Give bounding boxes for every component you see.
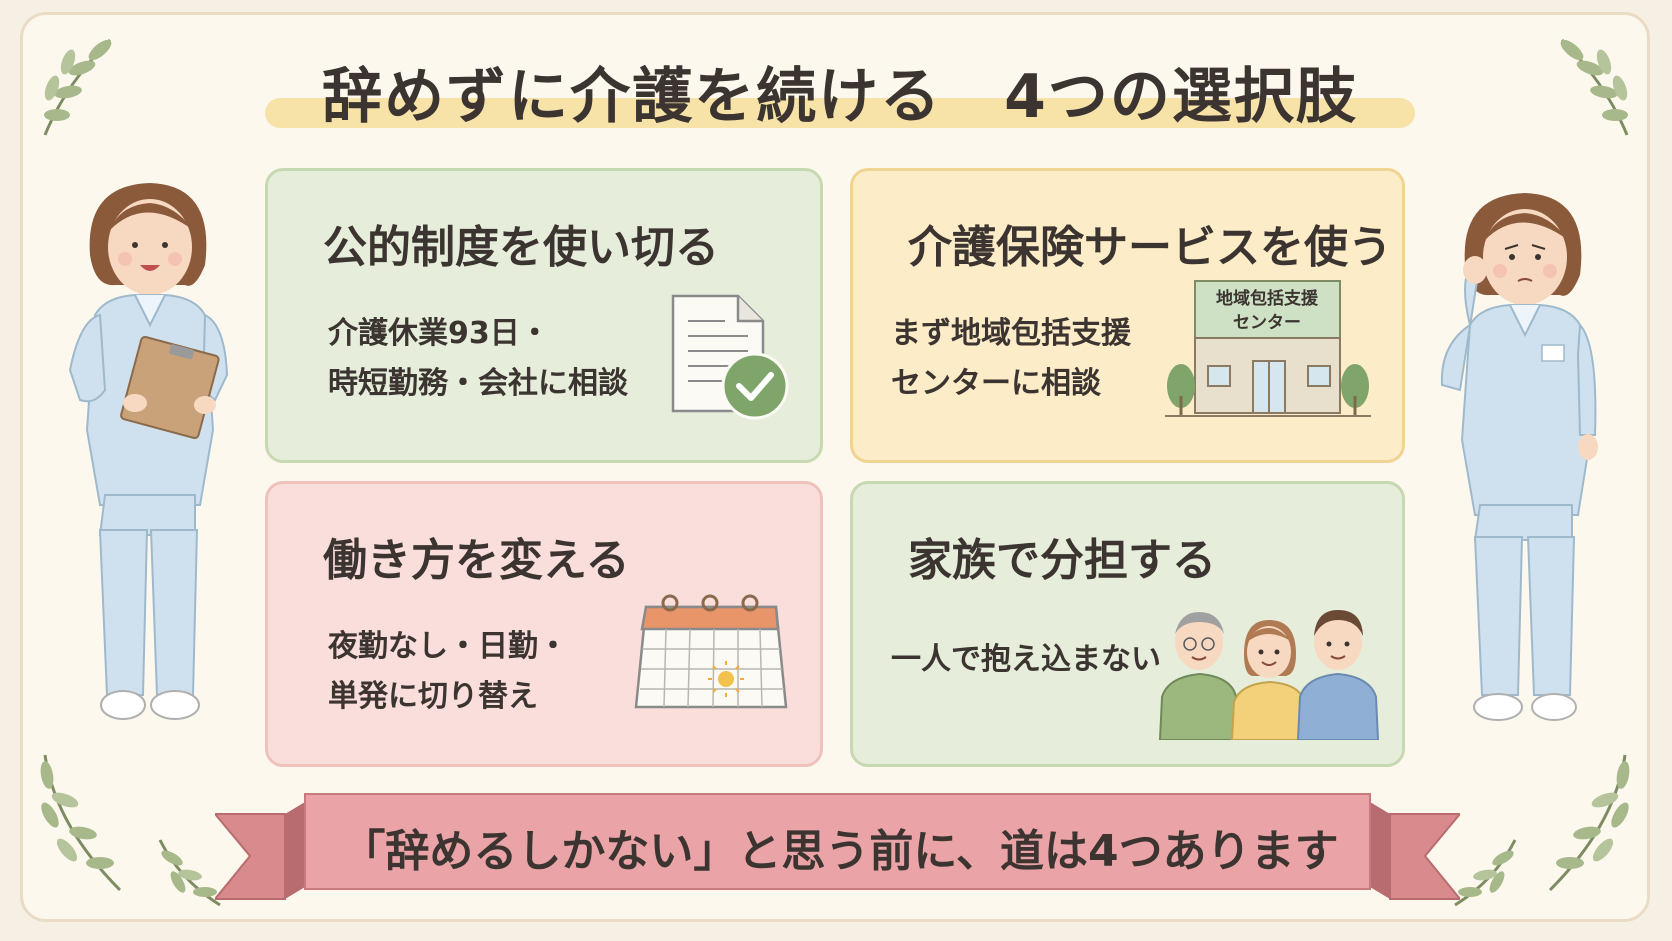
building-sign-line-1: 地域包括支援: [1216, 288, 1319, 309]
card-title: 働き方を変える: [323, 535, 630, 586]
card-text-line-1: 介護休業93日・: [328, 316, 550, 351]
calendar-icon: [634, 594, 788, 709]
card-text-line-1: 夜勤なし・日勤・: [328, 629, 568, 664]
card-text-line-2: 単発に切り替え: [328, 679, 538, 714]
building-sign-line-2: センター: [1233, 313, 1301, 333]
option-card-public-systems: 公的制度を使い切る 介護休業93日・ 時短勤務・会社に相談: [265, 168, 823, 463]
nurse-with-clipboard-illustration: [68, 183, 229, 720]
card-title: 介護保険サービスを使う: [908, 222, 1392, 273]
card-text-line-2: 時短勤務・会社に相談: [328, 366, 628, 401]
document-check-icon: [671, 294, 789, 420]
leaf-sprig-bottom-left-small-icon: [158, 839, 221, 907]
option-card-change-work-style: 働き方を変える 夜勤なし・日勤・ 単発に切り替え: [265, 481, 823, 767]
title-area: 辞めずに介護を続ける 4つの選択肢: [265, 40, 1415, 132]
worried-nurse-illustration: [1440, 193, 1598, 721]
leaf-sprig-bottom-right-small-icon: [1454, 839, 1517, 907]
leaf-sprig-bottom-left-icon: [40, 754, 122, 892]
option-card-care-insurance: 介護保険サービスを使う まず地域包括支援 センターに相談 地域包括支援 センター: [850, 168, 1405, 463]
card-title: 家族で分担する: [908, 535, 1216, 586]
poster-frame: [20, 12, 1650, 922]
leaf-sprig-top-right-icon: [1560, 38, 1629, 136]
leaf-sprig-bottom-right-icon: [1548, 754, 1630, 892]
card-text-line-1: まず地域包括支援: [891, 316, 1131, 351]
ribbon-banner: [215, 793, 1460, 900]
card-text-line-1: 一人で抱え込まない: [891, 642, 1161, 677]
building-icon: 地域包括支援 センター: [1165, 280, 1371, 417]
title-highlight: [265, 98, 1415, 128]
leaf-sprig-top-left-icon: [43, 38, 112, 136]
page-title: 辞めずに介護を続ける 4つの選択肢: [322, 62, 1358, 132]
card-title: 公的制度を使い切る: [323, 222, 719, 273]
family-icon: [1158, 610, 1380, 740]
option-card-share-with-family: 家族で分担する 一人で抱え込まない: [850, 481, 1405, 767]
card-text-line-2: センターに相談: [891, 366, 1101, 401]
banner-message: 「辞めるしかない」と思う前に、道は4つあります: [341, 826, 1339, 877]
